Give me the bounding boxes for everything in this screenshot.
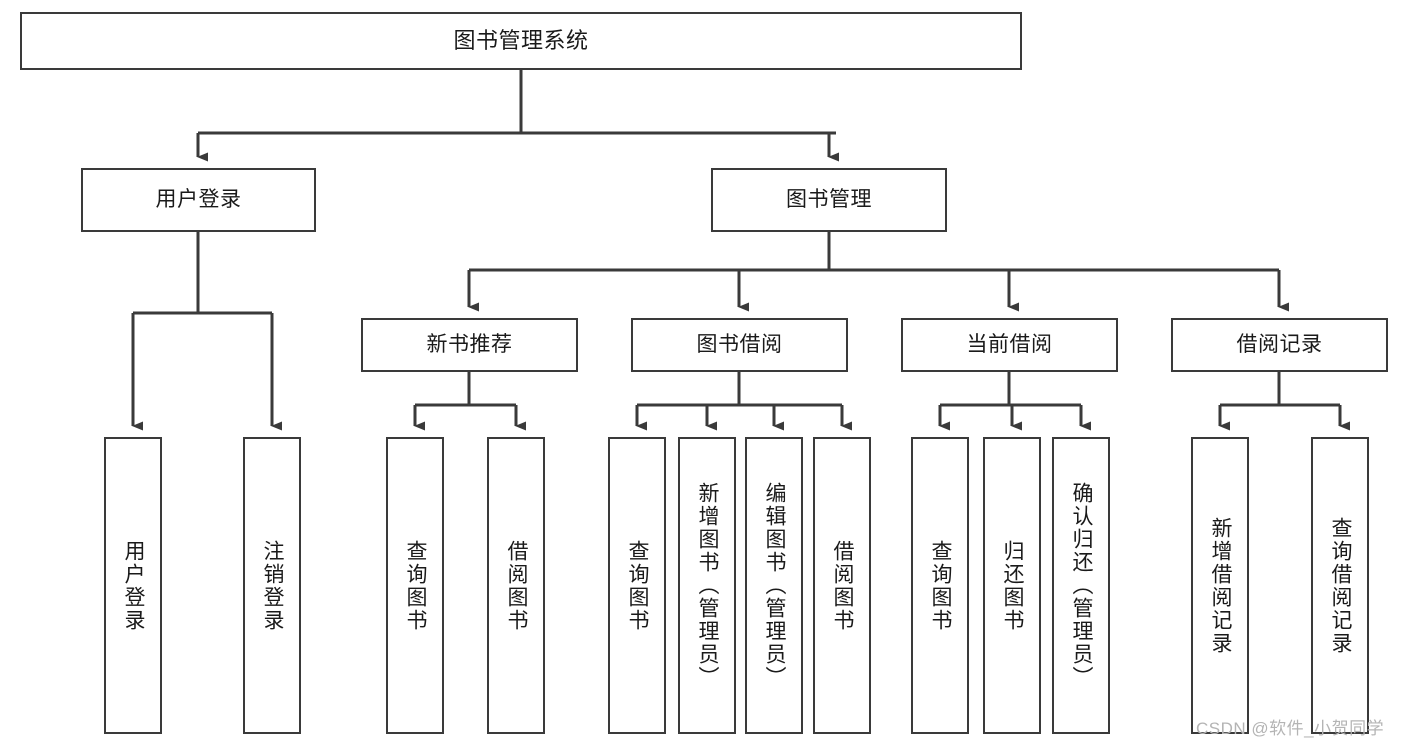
node-leaf-user-login-label: 用户登录 (122, 539, 146, 632)
node-book-borrow-label: 图书借阅 (696, 333, 783, 357)
node-book-borrow[interactable]: 图书借阅 (631, 318, 848, 372)
node-current-borrow[interactable]: 当前借阅 (901, 318, 1118, 372)
node-leaf-bb-borrow-book[interactable]: 借阅图书 (813, 437, 871, 734)
node-book-management-label: 图书管理 (786, 188, 872, 212)
node-user-login[interactable]: 用户登录 (81, 168, 316, 232)
node-leaf-rec-query-book[interactable]: 查询图书 (386, 437, 444, 734)
node-leaf-bb-query-book[interactable]: 查询图书 (608, 437, 666, 734)
node-leaf-cb-query-book[interactable]: 查询图书 (911, 437, 969, 734)
node-leaf-br-add-record[interactable]: 新增借阅记录 (1191, 437, 1249, 734)
node-root[interactable]: 图书管理系统 (20, 12, 1022, 70)
node-leaf-cb-query-book-label: 查询图书 (929, 539, 953, 632)
node-book-management[interactable]: 图书管理 (711, 168, 947, 232)
node-new-book-recommend[interactable]: 新书推荐 (361, 318, 578, 372)
node-leaf-br-add-record-label: 新增借阅记录 (1209, 516, 1233, 655)
node-leaf-cb-return-book[interactable]: 归还图书 (983, 437, 1041, 734)
node-user-login-label: 用户登录 (155, 188, 242, 212)
node-current-borrow-label: 当前借阅 (966, 333, 1053, 357)
node-new-book-recommend-label: 新书推荐 (426, 333, 513, 357)
node-leaf-cb-return-book-label: 归还图书 (1001, 539, 1025, 632)
node-root-label: 图书管理系统 (453, 27, 589, 53)
node-leaf-rec-borrow-book-label: 借阅图书 (505, 539, 529, 632)
node-leaf-user-logout[interactable]: 注销登录 (243, 437, 301, 734)
node-leaf-cb-confirm-return-label: 确认归还（管理员） (1070, 482, 1094, 689)
node-leaf-br-query-record[interactable]: 查询借阅记录 (1311, 437, 1369, 734)
node-leaf-cb-confirm-return[interactable]: 确认归还（管理员） (1052, 437, 1110, 734)
node-leaf-bb-borrow-book-label: 借阅图书 (831, 539, 855, 632)
node-leaf-user-login[interactable]: 用户登录 (104, 437, 162, 734)
node-leaf-bb-add-book[interactable]: 新增图书（管理员） (678, 437, 736, 734)
node-leaf-br-query-record-label: 查询借阅记录 (1329, 516, 1353, 655)
node-borrow-record-label: 借阅记录 (1236, 333, 1323, 357)
node-leaf-rec-query-book-label: 查询图书 (404, 539, 428, 632)
node-leaf-bb-edit-book[interactable]: 编辑图书（管理员） (745, 437, 803, 734)
node-borrow-record[interactable]: 借阅记录 (1171, 318, 1388, 372)
node-leaf-user-logout-label: 注销登录 (261, 539, 285, 632)
node-leaf-bb-add-book-label: 新增图书（管理员） (696, 482, 720, 689)
node-leaf-bb-query-book-label: 查询图书 (626, 539, 650, 632)
node-leaf-bb-edit-book-label: 编辑图书（管理员） (763, 482, 787, 689)
node-leaf-rec-borrow-book[interactable]: 借阅图书 (487, 437, 545, 734)
